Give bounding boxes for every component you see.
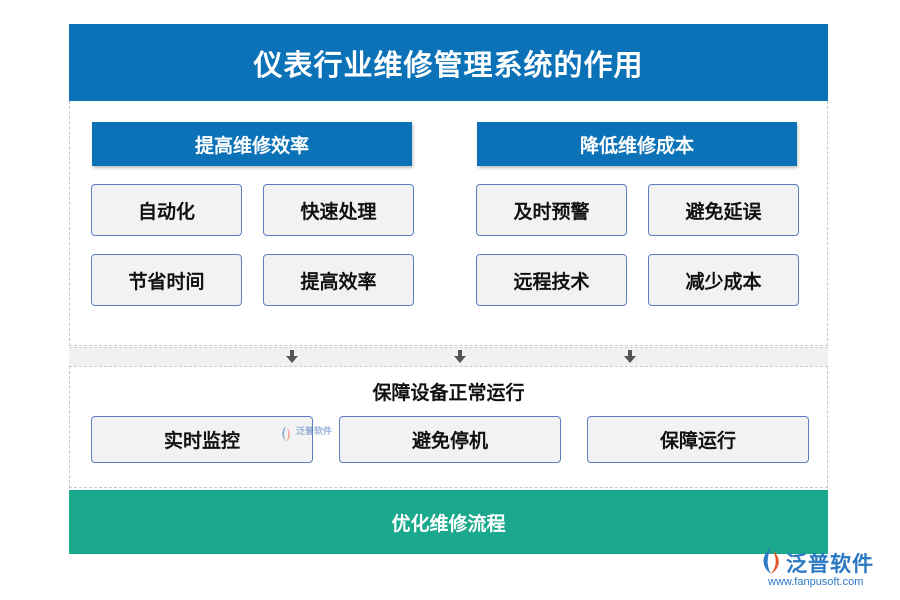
watermark-text: 泛普软件 <box>296 427 333 437</box>
arrow-down-icon <box>454 350 466 363</box>
arrow-band <box>69 347 828 367</box>
box-operation-1: 实时监控 <box>91 416 313 463</box>
box-efficiency-4: 提高效率 <box>263 254 414 306</box>
brand-logo-icon <box>763 548 779 574</box>
box-cost-4: 减少成本 <box>648 254 799 306</box>
arrow-down-icon <box>624 350 636 363</box>
section-title-operation: 保障设备正常运行 <box>372 381 525 404</box>
box-efficiency-1: 自动化 <box>91 184 242 236</box>
box-operation-2: 避免停机 <box>339 416 561 463</box>
box-cost-3: 远程技术 <box>476 254 627 306</box>
box-efficiency-2: 快速处理 <box>263 184 414 236</box>
box-efficiency-3: 节省时间 <box>91 254 242 306</box>
box-cost-1: 及时预警 <box>476 184 627 236</box>
section-title-efficiency: 提高维修效率 <box>92 122 412 166</box>
box-operation-3: 保障运行 <box>587 416 809 463</box>
diagram-title: 仪表行业维修管理系统的作用 <box>69 24 828 101</box>
footer-bar: 优化维修流程 <box>69 490 828 554</box>
section-title-cost: 降低维修成本 <box>477 122 797 166</box>
watermark-small: 泛普软件 <box>279 424 339 446</box>
arrow-down-icon <box>286 350 298 363</box>
box-cost-2: 避免延误 <box>648 184 799 236</box>
brand-logo: 泛普软件 www.fanpusoft.com <box>758 546 890 592</box>
brand-logo-text: 泛普软件 <box>786 552 874 576</box>
brand-url: www.fanpusoft.com <box>768 576 864 588</box>
watermark-logo-icon <box>282 426 290 442</box>
